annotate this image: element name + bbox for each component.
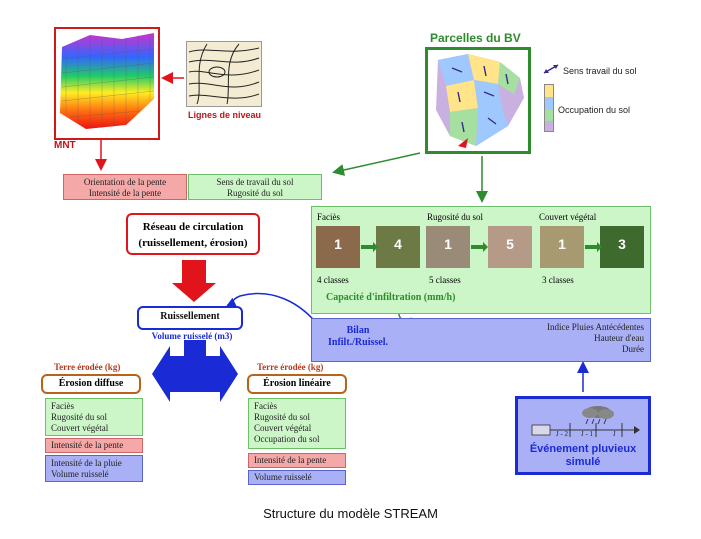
thumb-rugosite-1: 1 xyxy=(426,226,470,268)
figure-caption: Structure du modèle STREAM xyxy=(263,506,438,521)
contour-map xyxy=(186,41,262,107)
header-rugosite: Rugosité du sol xyxy=(427,212,484,222)
arrow-bilan-to-ruissellement xyxy=(225,292,323,331)
travail-line-2: Rugosité du sol xyxy=(226,188,283,198)
evenement-line-2: simulé xyxy=(565,456,601,468)
lineaire-g-1: Faciès xyxy=(254,401,277,411)
evenement-title: Événement pluvieux simulé xyxy=(518,443,648,469)
lineaire-blue: Volume ruisselé xyxy=(248,470,346,485)
rain-timeline-icon xyxy=(531,406,640,437)
thumb-arrows xyxy=(361,242,602,252)
pente-box: Orientation de la pente Intensité de la … xyxy=(63,174,187,200)
reseau-line-1: Réseau de circulation xyxy=(142,221,244,233)
terre-diffuse: Terre érodée (kg) xyxy=(54,362,121,372)
tick-j: J xyxy=(613,430,616,438)
diffuse-b-2: Volume ruisselé xyxy=(51,469,109,479)
parcelles-image xyxy=(436,54,524,148)
lineaire-g-2: Rugosité du sol xyxy=(254,412,311,422)
travail-box: Sens de travail du sol Rugosité du sol xyxy=(188,174,322,200)
ruissellement-box: Ruissellement xyxy=(137,306,243,330)
mnt-surface-image xyxy=(60,33,155,129)
diffuse-pink: Intensité de la pente xyxy=(45,438,143,453)
double-arrow-icon xyxy=(543,64,559,74)
ruissellement-sub: Volume ruisselé (m3) xyxy=(151,331,233,341)
parcelles-title: Parcelles du BV xyxy=(430,31,521,45)
big-red-arrow xyxy=(172,260,216,302)
travail-line-1: Sens de travail du sol xyxy=(216,177,294,187)
lineaire-pink: Intensité de la pente xyxy=(248,453,346,468)
pente-line-1: Orientation de la pente xyxy=(83,177,167,187)
tick-j2: J - 2 xyxy=(556,430,569,438)
bilan-line-2: Infilt./Ruissel. xyxy=(327,337,388,348)
thumb-facies-4: 4 xyxy=(376,226,420,268)
thumb-couvert-3: 3 xyxy=(600,226,644,268)
arrow-parcelles-to-travail xyxy=(332,152,421,176)
legend-occupation: Occupation du sol xyxy=(558,105,631,115)
legend-sens-travail: Sens travail du sol xyxy=(563,66,637,76)
pluie-duree: Durée xyxy=(622,344,644,354)
big-blue-split-arrow xyxy=(152,340,238,402)
terre-lineaire: Terre érodée (kg) xyxy=(257,362,324,372)
diffuse-b-1: Intensité de la pluie xyxy=(51,458,122,468)
bilan-line-1: Bilan xyxy=(346,325,370,336)
capacite-label: Capacité d'infiltration (mm/h) xyxy=(326,292,456,303)
diffuse-g-1: Faciès xyxy=(51,401,74,411)
evenement-line-1: Événement pluvieux xyxy=(529,443,637,455)
pluie-hauteur: Hauteur d'eau xyxy=(594,333,644,343)
bilan-panel xyxy=(311,318,651,362)
mnt-frame xyxy=(54,27,160,140)
thumb-facies-1: 1 xyxy=(316,226,360,268)
thumb-rugosite-5: 5 xyxy=(488,226,532,268)
diffuse-g-2: Rugosité du sol xyxy=(51,412,108,422)
infiltration-panel xyxy=(311,206,651,314)
classes-couvert: 3 classes xyxy=(542,275,574,285)
thumb-couvert-1: 1 xyxy=(540,226,584,268)
bilan-label: Bilan Infilt./Ruissel. xyxy=(318,325,398,349)
lineaire-g-3: Couvert végétal xyxy=(254,423,312,433)
header-couvert: Couvert végétal xyxy=(539,212,597,222)
erosion-lineaire-box: Érosion linéaire xyxy=(247,374,347,394)
mnt-label: MNT xyxy=(54,140,76,151)
classes-rugosite: 5 classes xyxy=(429,275,461,285)
diffuse-blue-list: Intensité de la pluie Volume ruisselé xyxy=(45,455,143,482)
tick-j1: J - 1 xyxy=(581,430,594,438)
diffuse-green-list: Faciès Rugosité du sol Couvert végétal xyxy=(45,398,143,436)
lignes-label: Lignes de niveau xyxy=(188,110,262,120)
occupation-legend-swatches xyxy=(544,84,554,132)
parcelles-frame xyxy=(425,47,531,154)
pente-line-2: Intensité de la pente xyxy=(88,188,162,198)
pluie-ipa: Indice Pluies Antécédentes xyxy=(547,322,644,332)
reseau-line-2: (ruissellement, érosion) xyxy=(138,237,248,249)
header-facies: Faciès xyxy=(317,212,340,222)
diffuse-g-3: Couvert végétal xyxy=(51,423,109,433)
erosion-diffuse-box: Érosion diffuse xyxy=(41,374,141,394)
reseau-box: Réseau de circulation (ruissellement, ér… xyxy=(126,213,260,255)
classes-facies: 4 classes xyxy=(317,275,349,285)
lineaire-g-4: Occupation du sol xyxy=(254,434,320,444)
evenement-box: J - 2 J - 1 J Événement pluvieux simulé xyxy=(515,396,651,475)
pluie-params: Indice Pluies Antécédentes Hauteur d'eau… xyxy=(526,322,644,355)
contour-lines-image xyxy=(188,43,260,105)
lineaire-green-list: Faciès Rugosité du sol Couvert végétal O… xyxy=(248,398,346,449)
